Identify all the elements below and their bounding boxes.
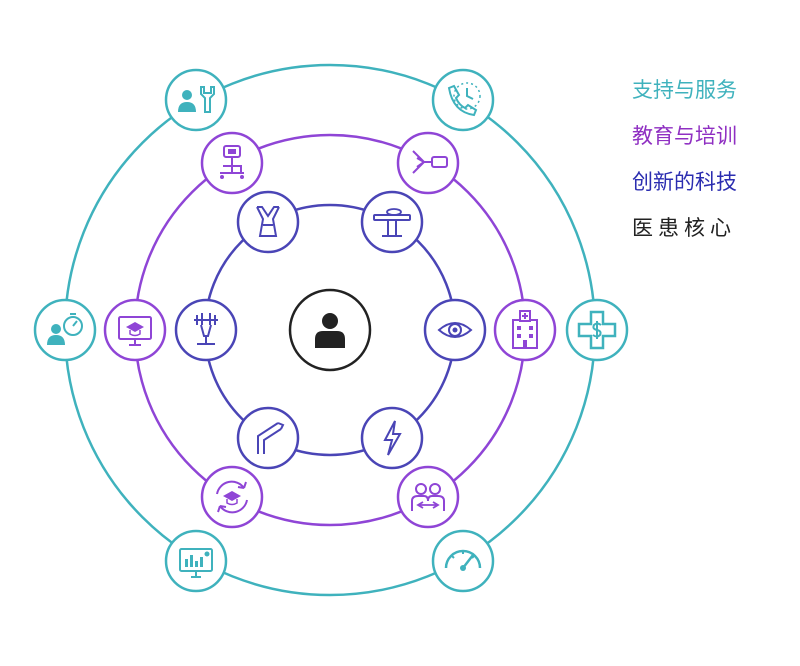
person-stopwatch-icon	[33, 298, 97, 362]
technician-wrench-icon	[164, 68, 228, 132]
instrument-stand-icon	[174, 298, 238, 362]
hospital-building-icon	[493, 298, 557, 362]
robot-cart-icon	[200, 131, 264, 195]
stapler-device-icon	[396, 131, 460, 195]
legend: 支持与服务 教育与培训 创新的科技 医患核心	[632, 78, 737, 262]
legend-innovative-technology: 创新的科技	[632, 170, 737, 194]
legend-support-service: 支持与服务	[632, 78, 737, 102]
robotic-arm-icon	[236, 190, 300, 254]
surgical-table-icon	[360, 190, 424, 254]
phone-support-icon	[431, 68, 495, 132]
medical-cross-dollar-icon	[565, 298, 629, 362]
monitor-graduation-icon	[103, 298, 167, 362]
legend-patient-core: 医患核心	[632, 216, 736, 240]
legend-education-training: 教育与培训	[632, 124, 737, 148]
graduation-cycle-icon	[200, 465, 264, 529]
energy-bolt-icon	[360, 406, 424, 470]
gauge-icon	[431, 529, 495, 593]
laparoscopic-instrument-icon	[236, 406, 300, 470]
people-collaboration-icon	[396, 465, 460, 529]
patient-person-icon	[288, 288, 372, 372]
eye-icon	[423, 298, 487, 362]
monitor-analytics-icon	[164, 529, 228, 593]
